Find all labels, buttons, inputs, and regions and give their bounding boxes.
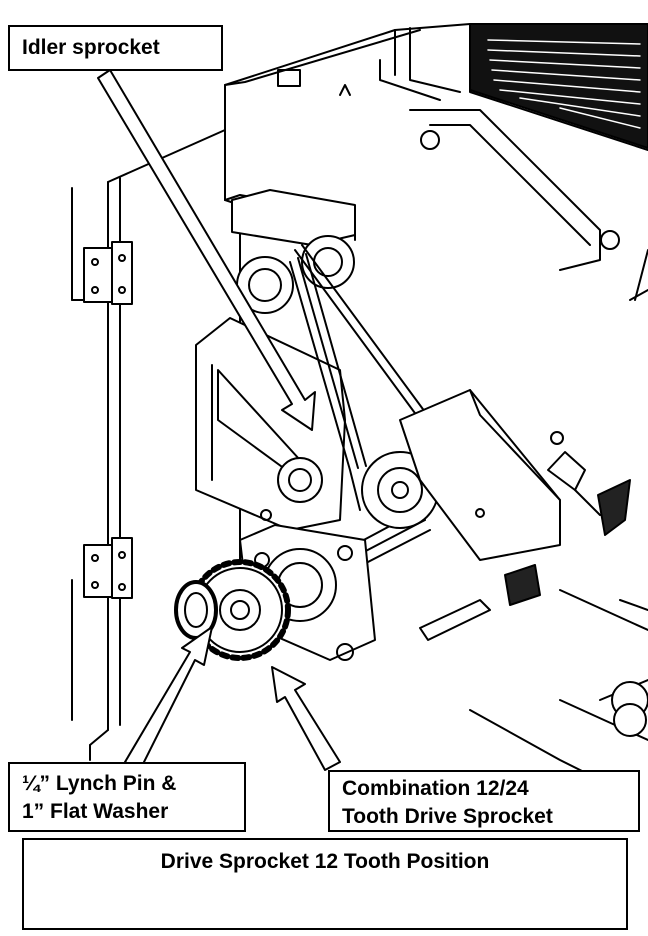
adjustment-handle <box>547 431 631 536</box>
arrow-lynch-pin <box>124 626 213 771</box>
lynch-pin-text-line1: ¼” Lynch Pin & <box>22 772 177 795</box>
figure-caption-text: Drive Sprocket 12 Tooth Position <box>160 850 490 873</box>
idler-bracket <box>231 189 356 314</box>
arrow-idler <box>97 69 316 431</box>
drive-sprocket-12-24 <box>189 559 291 661</box>
arrow-drive-sprocket <box>271 666 341 771</box>
drive-sprocket-label: Combination 12/24 Tooth Drive Sprocket <box>328 770 640 832</box>
idler-sprocket-text: Idler sprocket <box>22 36 160 59</box>
lynch-pin-label: ¼” Lynch Pin & 1” Flat Washer <box>8 762 246 832</box>
figure-caption: Drive Sprocket 12 Tooth Position <box>22 838 628 930</box>
callout-arrows <box>97 69 341 771</box>
sprocket-guard-plate <box>195 317 346 531</box>
lynch-pin-text-line2: 1” Flat Washer <box>22 800 169 823</box>
warning-decal <box>469 23 648 149</box>
drive-sprocket-text-line1: Combination 12/24 <box>342 777 529 800</box>
lower-hinge <box>83 537 133 599</box>
lower-right-assembly <box>419 564 648 781</box>
drive-sprocket-text-line2: Tooth Drive Sprocket <box>342 805 553 828</box>
idler-sprocket-label: Idler sprocket <box>8 25 223 71</box>
gearbox <box>399 389 561 561</box>
upper-hinge <box>83 241 133 305</box>
